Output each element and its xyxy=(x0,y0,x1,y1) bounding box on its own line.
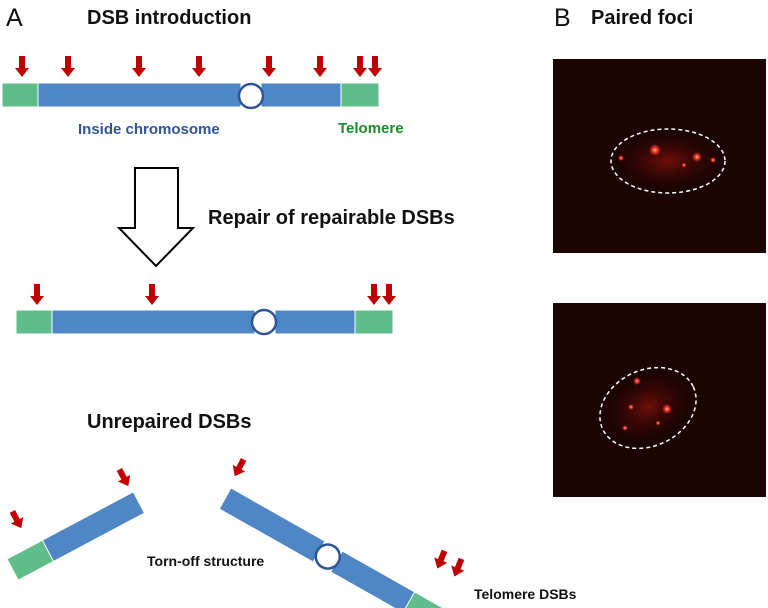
dsb-introduction-title: DSB introduction xyxy=(87,7,251,29)
torn-off-fragment xyxy=(6,491,146,581)
focus-dot xyxy=(655,420,661,426)
focus-dot xyxy=(618,155,624,161)
nucleus-signal xyxy=(605,372,691,442)
down-arrow-icon xyxy=(262,56,276,77)
chromosome-arm-right xyxy=(274,309,358,335)
telomere-right xyxy=(354,309,394,335)
down-arrow-icon xyxy=(116,467,131,487)
telomere-label: Telomere xyxy=(338,120,404,137)
dsb-arrows-tornoff xyxy=(9,467,131,529)
chromosome-arm-left xyxy=(218,487,326,563)
torn-off-structure-label: Torn-off structure xyxy=(147,553,264,569)
down-arrow-icon xyxy=(232,457,247,477)
nucleus-signal xyxy=(616,133,720,189)
telomere-left xyxy=(1,82,41,108)
down-arrow-icon xyxy=(367,284,381,305)
down-arrow-icon xyxy=(132,56,146,77)
focus-dot xyxy=(681,162,687,168)
focus-dot xyxy=(692,152,702,162)
centromere-circle-icon xyxy=(237,82,265,110)
nucleus-outline xyxy=(610,128,726,194)
chromosome-arm-right xyxy=(260,82,344,108)
dsb-arrows-row2 xyxy=(30,284,396,305)
hollow-down-arrow-icon xyxy=(116,167,196,268)
chromosome-arm-left xyxy=(37,82,242,108)
chromosome-after-repair xyxy=(15,308,394,336)
repair-label: Repair of repairable DSBs xyxy=(208,207,455,229)
telomere-left xyxy=(15,309,55,335)
paired-foci-title: Paired foci xyxy=(591,7,693,29)
down-arrow-icon xyxy=(15,56,29,77)
inside-chromosome-label: Inside chromosome xyxy=(78,121,220,138)
focus-dot xyxy=(628,404,634,410)
down-arrow-icon xyxy=(353,56,367,77)
down-arrow-icon xyxy=(145,284,159,305)
dsb-arrows-row1 xyxy=(15,56,382,77)
down-arrow-icon xyxy=(368,56,382,77)
telomere-dsbs-label: Telomere DSBs xyxy=(474,586,577,602)
down-arrow-icon xyxy=(434,549,448,569)
down-arrow-icon xyxy=(9,509,24,529)
chromosome-intact xyxy=(1,82,380,110)
focus-dot xyxy=(662,404,672,414)
micrograph-bottom xyxy=(553,303,766,497)
chromosome-arm-right xyxy=(329,550,418,608)
chromosome-arm-fragment xyxy=(41,491,146,563)
down-arrow-icon xyxy=(192,56,206,77)
panel-b-letter: B xyxy=(554,4,571,32)
micrograph-top xyxy=(553,59,766,253)
centromere-circle-icon xyxy=(250,308,278,336)
down-arrow-icon xyxy=(451,557,465,577)
dsb-arrows-tilted xyxy=(232,457,465,577)
down-arrow-icon xyxy=(313,56,327,77)
centromere-circle-icon xyxy=(314,543,342,570)
focus-dot xyxy=(710,157,716,163)
down-arrow-icon xyxy=(30,284,44,305)
telomere-right xyxy=(402,591,451,608)
chromosome-tilted xyxy=(218,487,451,608)
down-arrow-icon xyxy=(382,284,396,305)
telomere-right xyxy=(340,82,380,108)
focus-dot xyxy=(649,144,661,156)
focus-dot xyxy=(622,425,628,431)
focus-dot xyxy=(633,377,641,385)
down-arrow-icon xyxy=(61,56,75,77)
panel-a-letter: A xyxy=(6,4,23,32)
unrepaired-dsbs-title: Unrepaired DSBs xyxy=(87,411,252,433)
chromosome-arm-left xyxy=(51,309,256,335)
